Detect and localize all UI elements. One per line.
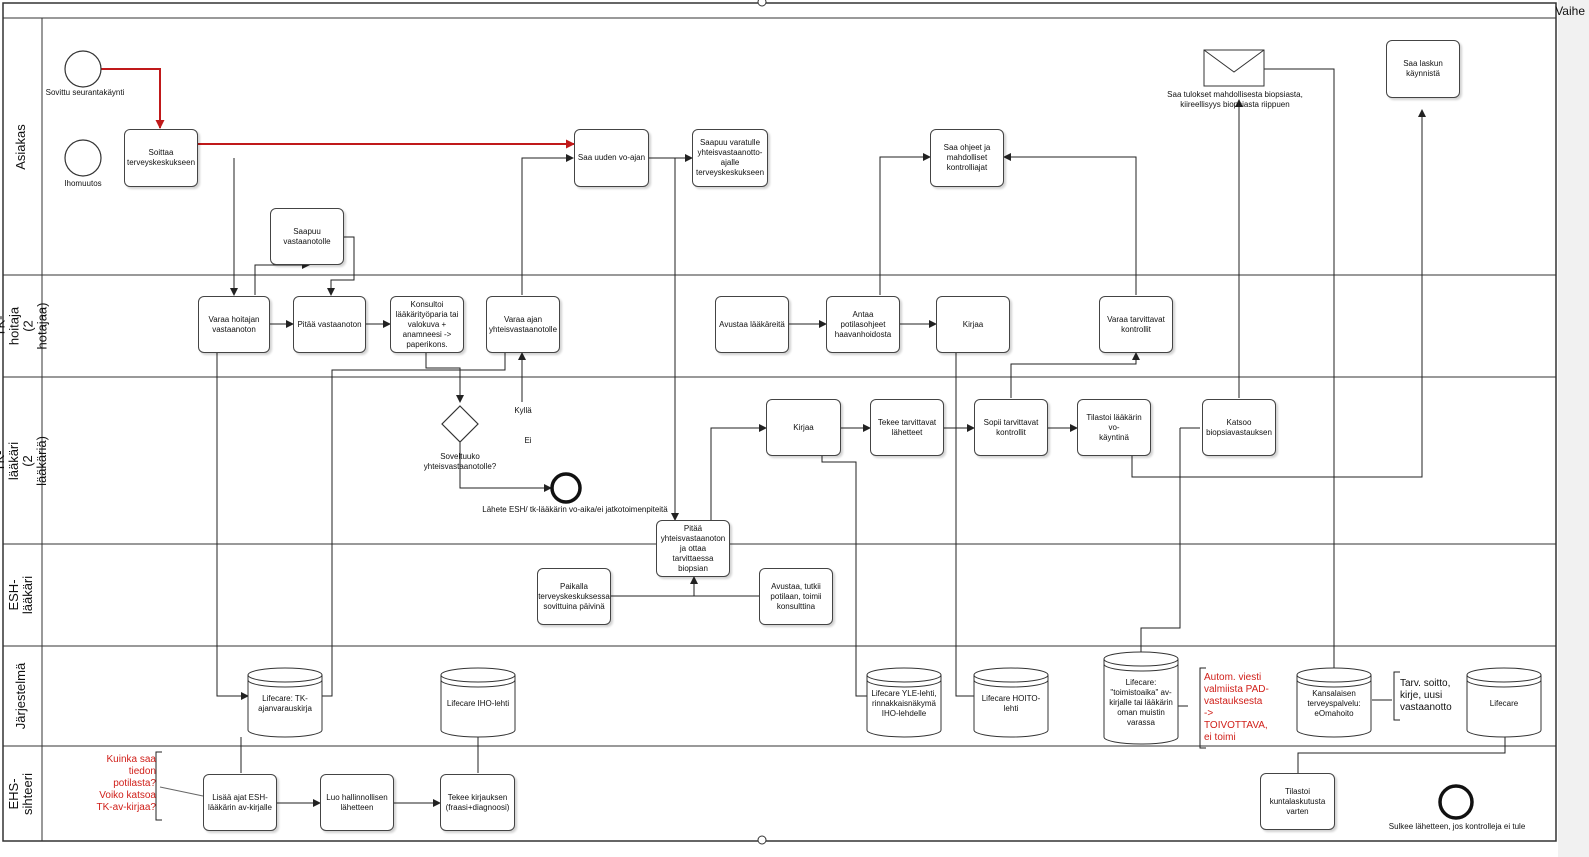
- task-avustaa-tutkii[interactable]: Avustaa, tutkii potilaan, toimii konsult…: [759, 568, 833, 625]
- gateway-yes-label: Kyllä: [514, 406, 532, 415]
- start-event-ihomuutos: Ihomuutos: [64, 179, 102, 188]
- end-event-lahete: Lähete ESH/ tk-lääkärin vo-aika/ei jatko…: [482, 505, 668, 514]
- message-biopsia: Saa tulokset mahdollisesta biopsiasta, k…: [1167, 90, 1303, 109]
- annotation-tarv: Tarv. soitto, kirje, uusi vastaanotto: [1400, 678, 1452, 713]
- task-saapuu-varatulle[interactable]: Saapuu varatulle yhteisvastaanotto- ajal…: [692, 129, 768, 187]
- lane-ehs-sihteeri: EHS-sihteeri: [6, 772, 35, 815]
- lane-tk-laakari: TK-lääkäri (2 lääkäriä): [0, 435, 49, 486]
- gateway-no-label: Ei: [524, 436, 532, 445]
- task-pitaa-vastaanoton[interactable]: Pitää vastaanoton: [293, 296, 366, 353]
- datastore-eomahoito: Kansalaisen terveyspalvelu: eOmahoito: [1307, 689, 1361, 718]
- task-varaa-tarvittavat[interactable]: Varaa tarvittavat kontrollit: [1099, 296, 1173, 353]
- task-soittaa[interactable]: Soittaa terveyskeskukseen: [124, 129, 198, 187]
- task-lisaa-ajat[interactable]: Lisää ajat ESH- lääkärin av-kirjalle: [203, 774, 277, 831]
- task-katsoo-biopsia[interactable]: Katsoo biopsiavastauksen: [1202, 399, 1276, 456]
- task-tekee-kirjauksen[interactable]: Tekee kirjauksen (fraasi+diagnoosi): [440, 774, 515, 831]
- task-kirjaa-laakari[interactable]: Kirjaa: [766, 399, 841, 456]
- task-avustaa-laakarita[interactable]: Avustaa lääkäreitä: [715, 296, 789, 353]
- end-event-sulkee: Sulkee lähetteen, jos kontrolleja ei tul…: [1388, 822, 1526, 831]
- task-luo-lahetteen[interactable]: Luo hallinnollisen lähetteen: [320, 774, 394, 831]
- datastore-hoito-lehti: Lifecare HOITO- lehti: [981, 694, 1041, 713]
- phase-header: Vaihe: [1555, 4, 1585, 18]
- annotation-kuinka: Kuinka saa tiedon potilasta? Voiko katso…: [96, 754, 156, 813]
- annotation-autom: Autom. viesti valmiista PAD- vastauksest…: [1204, 672, 1269, 743]
- task-saa-uuden[interactable]: Saa uuden vo-ajan: [574, 129, 649, 187]
- start-event-sovittu: Sovittu seurantakäynti: [45, 88, 125, 97]
- datastore-lifecare: Lifecare: [1489, 699, 1519, 708]
- task-tilastoi-laakarin[interactable]: Tilastoi lääkärin vo- käyntinä: [1077, 399, 1151, 456]
- datastore-tk-ajanvaraus: Lifecare: TK- ajanvarauskirja: [258, 694, 312, 713]
- lane-asiakas: Asiakas: [13, 123, 28, 170]
- lane-esh-laakari: ESH-lääkäri: [6, 575, 36, 615]
- task-varaa-ajan[interactable]: Varaa ajan yhteisvastaanotolle: [486, 296, 560, 353]
- gateway-soveltuuko: Soveltuuko yhteisvastaanotolle?: [423, 452, 497, 471]
- datastore-toimistoaika: Lifecare: "toimistoaika" av- kirjalle ta…: [1109, 678, 1173, 727]
- task-pitaa-yhteis[interactable]: Pitää yhteisvastaanoton ja ottaa tarvitt…: [656, 520, 730, 577]
- datastore-yle-lehti: Lifecare YLE-lehti, rinnakkaisnäkymä IHO…: [871, 689, 937, 718]
- task-tekee-lahetteet[interactable]: Tekee tarvittavat lähetteet: [870, 399, 944, 456]
- task-konsultoi[interactable]: Konsultoi lääkärityöparia tai valokuva +…: [390, 296, 464, 353]
- task-saapuu-vastaanotolle[interactable]: Saapuu vastaanotolle: [270, 208, 344, 265]
- task-paikalla[interactable]: Paikalla terveyskeskuksessa sovittuina p…: [537, 568, 611, 625]
- task-tilastoi-kunta[interactable]: Tilastoi kuntalaskutusta varten: [1260, 773, 1335, 830]
- task-kirjaa-hoitaja[interactable]: Kirjaa: [936, 296, 1010, 353]
- datastore-iho-lehti: Lifecare IHO-lehti: [446, 699, 510, 708]
- task-saa-ohjeet[interactable]: Saa ohjeet ja mahdolliset kontrolliajat: [930, 129, 1004, 187]
- task-varaa-hoitajan[interactable]: Varaa hoitajan vastaanoton: [198, 296, 270, 353]
- task-antaa-potilasohjeet[interactable]: Antaa potilasohjeet haavanhoidosta: [826, 296, 900, 353]
- lane-tk-hoitaja: TK-hoitaja (2 hotajaa): [0, 302, 50, 350]
- lane-jarjestelma: Järjestelmä: [13, 662, 28, 730]
- task-sopii-kontrollit[interactable]: Sopii tarvittavat kontrollit: [974, 399, 1048, 456]
- task-saa-laskun[interactable]: Saa laskun käynnistä: [1386, 40, 1460, 98]
